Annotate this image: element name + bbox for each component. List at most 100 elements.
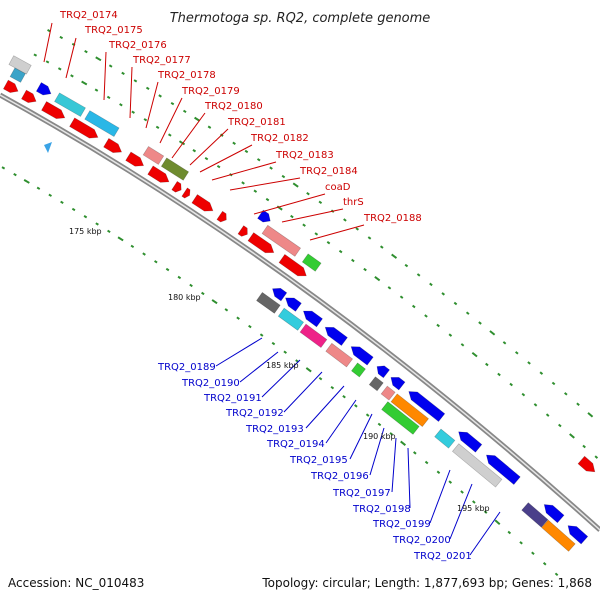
gene-label-TRQ2_0188[interactable]: TRQ2_0188 (363, 213, 422, 224)
reverse-misc-12 (541, 519, 576, 552)
tick-mark (271, 341, 276, 346)
tick-mark (379, 245, 384, 249)
reverse-misc-0 (256, 292, 281, 314)
tick-mark (259, 333, 264, 337)
reverse-leader-10 (429, 469, 451, 524)
gene-label-TRQ2_0181[interactable]: TRQ2_0181 (227, 117, 286, 128)
tick-mark (318, 200, 323, 205)
reverse-misc-3 (325, 342, 353, 368)
forward-misc-1 (8, 55, 32, 75)
forward-leader-13 (309, 224, 365, 241)
tick-mark (57, 67, 62, 71)
tick-mark (542, 561, 547, 566)
gene-label-TRQ2_0197[interactable]: TRQ2_0197 (332, 488, 391, 499)
tick-mark (154, 260, 158, 264)
tick-mark (119, 103, 123, 107)
gene-label-TRQ2_0178[interactable]: TRQ2_0178 (157, 70, 216, 81)
gene-label-TRQ2_0174[interactable]: TRQ2_0174 (59, 10, 118, 21)
tick-mark (59, 35, 64, 40)
gene-label-TRQ2_0184[interactable]: TRQ2_0184 (299, 166, 358, 177)
tick-mark (554, 572, 559, 577)
gene-label-TRQ2_0190[interactable]: TRQ2_0190 (181, 378, 240, 389)
forward-gene-5 (125, 151, 145, 167)
tick-mark (594, 455, 599, 459)
tick-mark (429, 282, 433, 287)
tick-mark (253, 189, 258, 193)
reverse-misc-1 (277, 307, 304, 331)
forward-misc-9 (301, 253, 322, 272)
tick-mark (527, 361, 531, 365)
tick-mark (365, 413, 370, 417)
gene-label-TRQ2_0182[interactable]: TRQ2_0182 (250, 133, 309, 144)
gene-label-TRQ2_0191[interactable]: TRQ2_0191 (203, 393, 262, 404)
tick-mark (355, 227, 360, 231)
tick-mark (201, 291, 205, 296)
tick-mark (36, 186, 41, 190)
forward-gene-10 (216, 210, 227, 223)
forward-misc-3 (54, 92, 86, 117)
tick-mark (45, 60, 50, 64)
gene-label-TRQ2_0196[interactable]: TRQ2_0196 (310, 471, 369, 482)
reverse-leader-4 (305, 385, 345, 429)
tick-mark (170, 101, 175, 106)
gene-label-TRQ2_0183[interactable]: TRQ2_0183 (275, 150, 334, 161)
gene-label-TRQ2_0176[interactable]: TRQ2_0176 (108, 40, 167, 51)
tick-mark (387, 286, 392, 290)
reverse-misc-7 (390, 393, 429, 427)
tick-mark (94, 88, 99, 92)
tick-mark (241, 181, 245, 185)
reverse-gene-10 (543, 504, 565, 524)
reverse-gene-9 (486, 454, 521, 485)
tick-mark (211, 299, 218, 305)
gene-features (2, 55, 596, 552)
gene-label-TRQ2_0189[interactable]: TRQ2_0189 (157, 362, 216, 373)
tick-mark (283, 350, 287, 354)
tick-mark (545, 413, 550, 417)
forward-leader-10 (229, 177, 301, 191)
reverse-gene-labels: TRQ2_0189 TRQ2_0190 TRQ2_0191 TRQ2_0192 … (157, 362, 472, 562)
tick-mark (130, 244, 135, 249)
gene-label-TRQ2_0195[interactable]: TRQ2_0195 (289, 455, 348, 466)
tick-mark (342, 395, 346, 399)
tick-mark (483, 510, 488, 514)
gene-label-thrS[interactable]: thrS (343, 197, 364, 208)
gene-label-TRQ2_0198[interactable]: TRQ2_0198 (352, 504, 411, 515)
gene-label-TRQ2_0193[interactable]: TRQ2_0193 (245, 424, 304, 435)
gene-label-TRQ2_0180[interactable]: TRQ2_0180 (204, 101, 263, 112)
forward-misc-7 (257, 209, 271, 223)
tick-mark (1, 166, 6, 170)
gene-label-TRQ2_0200[interactable]: TRQ2_0200 (392, 535, 451, 546)
tick-mark (269, 166, 273, 170)
forward-leader-9 (211, 161, 277, 181)
forward-gene-labels: TRQ2_0174 TRQ2_0175 TRQ2_0176 TRQ2_0177 … (59, 10, 422, 224)
forward-gene-4 (103, 138, 123, 153)
tick-mark (363, 267, 367, 272)
gene-label-TRQ2_0192[interactable]: TRQ2_0192 (225, 408, 284, 419)
tick-mark (460, 490, 464, 494)
tick-mark (95, 56, 102, 62)
tick-mark (533, 403, 538, 407)
gene-label-TRQ2_0175[interactable]: TRQ2_0175 (84, 25, 143, 36)
tick-mark (178, 140, 186, 146)
tick-mark (330, 385, 335, 390)
tick-mark (343, 218, 347, 222)
tick-mark (248, 324, 252, 329)
gene-label-TRQ2_0199[interactable]: TRQ2_0199 (372, 519, 431, 530)
tick-mark (404, 263, 409, 268)
tick-mark (48, 193, 52, 197)
tick-mark (265, 197, 270, 202)
forward-misc-8 (261, 224, 302, 257)
tick-mark (374, 276, 381, 282)
forward-misc-2 (35, 82, 52, 96)
reverse-leader-5 (325, 399, 357, 444)
reverse-leader-9 (407, 447, 411, 509)
reverse-misc-4 (351, 362, 366, 378)
gene-label-TRQ2_0201[interactable]: TRQ2_0201 (413, 551, 472, 562)
gene-label-TRQ2_0177[interactable]: TRQ2_0177 (132, 55, 191, 66)
forward-gene-0 (2, 79, 19, 93)
gene-label-coaD[interactable]: coaD (325, 182, 351, 193)
gene-label-TRQ2_0194[interactable]: TRQ2_0194 (266, 439, 325, 450)
gene-label-TRQ2_0179[interactable]: TRQ2_0179 (181, 86, 240, 97)
forward-leader-1 (65, 37, 77, 79)
forward-gene-9 (191, 194, 214, 212)
